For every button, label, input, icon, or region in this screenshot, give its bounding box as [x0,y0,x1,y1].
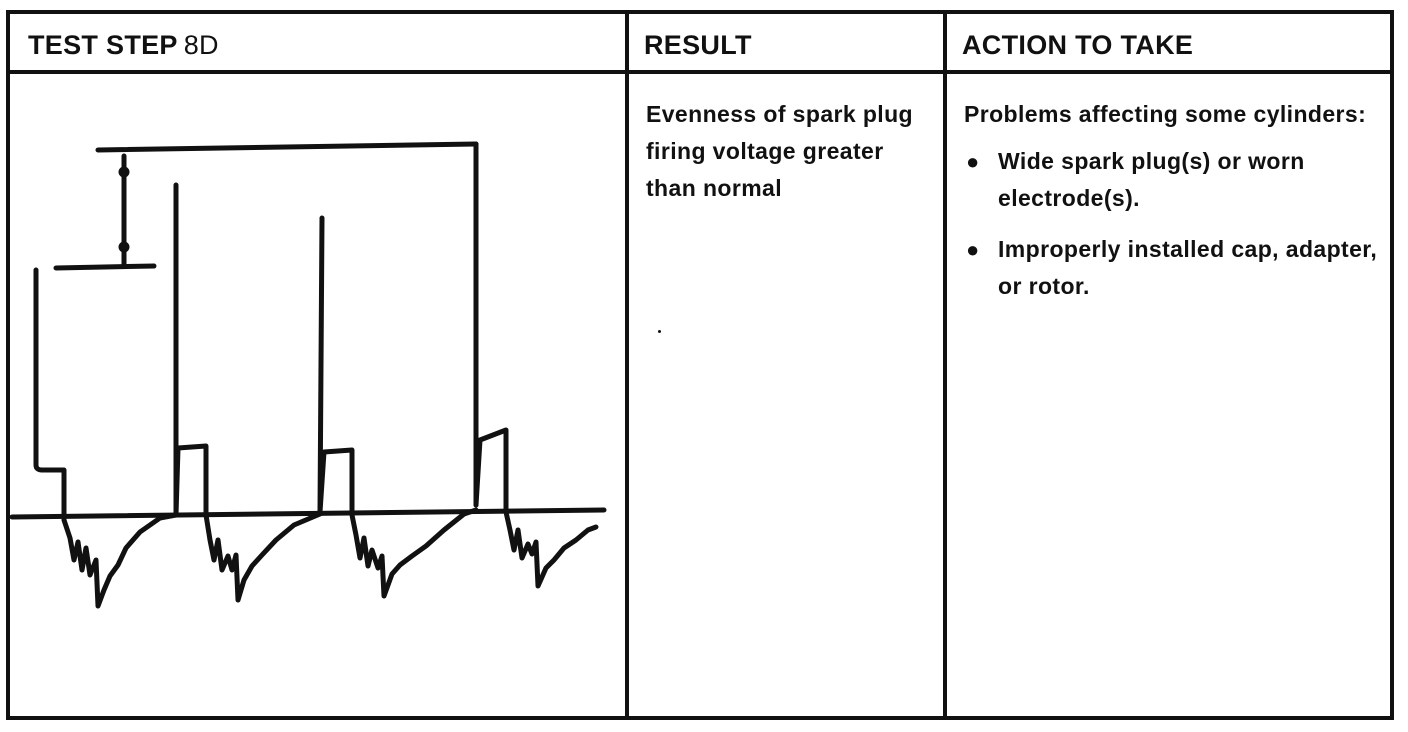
action-label: ACTION TO TAKE [962,29,1194,60]
action-item-text: Wide spark plug(s) or worn electrode(s). [998,148,1305,211]
test-step-table: TEST STEP 8D RESULT ACTION TO TAKE Evenn… [6,10,1394,720]
test-step-header: TEST STEP 8D [28,20,219,70]
cylinder-1-trace [33,267,179,609]
arrow-tip-top [118,166,130,178]
result-text: Evenness of spark plug firing voltage gr… [646,101,913,201]
waveform-baseline [9,507,607,520]
cylinder-2-trace [173,182,323,603]
test-step-number: 8D [183,29,219,60]
bullet-icon: ● [966,149,980,174]
action-list: ● Wide spark plug(s) or worn electrode(s… [964,143,1384,305]
column-divider-2 [943,14,947,716]
reference-low-line [53,263,157,271]
header-divider [10,70,1390,74]
test-step-label: TEST STEP [28,29,178,60]
cylinder-4-trace [473,427,599,589]
result-header: RESULT [644,20,752,70]
action-header: ACTION TO TAKE [962,20,1193,70]
action-item: ● Improperly installed cap, adapter, or … [964,231,1384,305]
column-divider-1 [625,14,629,716]
bullet-icon: ● [966,237,980,262]
action-item-text: Improperly installed cap, adapter, or ro… [998,236,1378,299]
stray-dot [658,330,661,333]
arrow-tip-bottom [118,241,130,253]
action-intro: Problems affecting some cylinders: [964,101,1367,127]
cylinder-3-trace [317,215,479,599]
reference-top-line [95,141,479,153]
action-cell: Problems affecting some cylinders: ● Wid… [964,96,1384,319]
result-label: RESULT [644,29,752,60]
action-item: ● Wide spark plug(s) or worn electrode(s… [964,143,1384,217]
